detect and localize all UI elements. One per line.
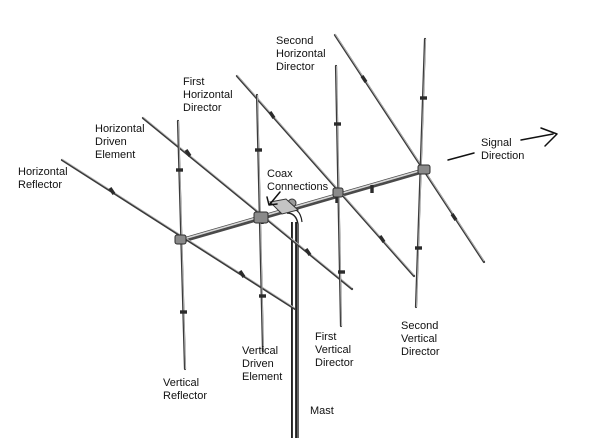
signal-direction-arrowhead (540, 127, 558, 147)
second-horizontal-director-element (333, 33, 486, 264)
first-horizontal-director-element (235, 74, 416, 278)
first-vertical-director-label: First Vertical Director (315, 331, 354, 369)
element-clamps (174, 164, 431, 245)
coax-pointer-arrowhead (266, 196, 278, 206)
coax-connector-block (268, 198, 300, 215)
driven-element-clamp (253, 211, 269, 224)
reflector-clamp (174, 234, 187, 245)
mast-label: Mast (310, 405, 334, 417)
horizontal-driven-element-label: Horizontal Driven Element (95, 123, 145, 161)
second-horizontal-director-label: Second Horizontal Director (276, 35, 326, 73)
signal-direction-label: Signal Direction (481, 137, 525, 162)
signal-direction-dash (447, 152, 475, 161)
second-director-clamp (417, 164, 431, 175)
first-director-clamp (332, 187, 344, 198)
signal-direction-arrow-shaft (520, 133, 554, 141)
vertical-reflector-label: Vertical Reflector (163, 377, 208, 402)
first-horizontal-director-label: First Horizontal Director (183, 76, 233, 114)
second-vertical-director-label: Second Vertical Director (401, 320, 440, 358)
horizontal-reflector-label: Horizontal Reflector (18, 166, 68, 191)
vertical-driven-element-label: Vertical Driven Element (242, 345, 283, 383)
coax-connections-label: Coax Connections (267, 168, 329, 193)
mast (284, 208, 303, 438)
vertical-reflector-element (176, 119, 187, 371)
coax-pointer-arrow (269, 191, 281, 205)
